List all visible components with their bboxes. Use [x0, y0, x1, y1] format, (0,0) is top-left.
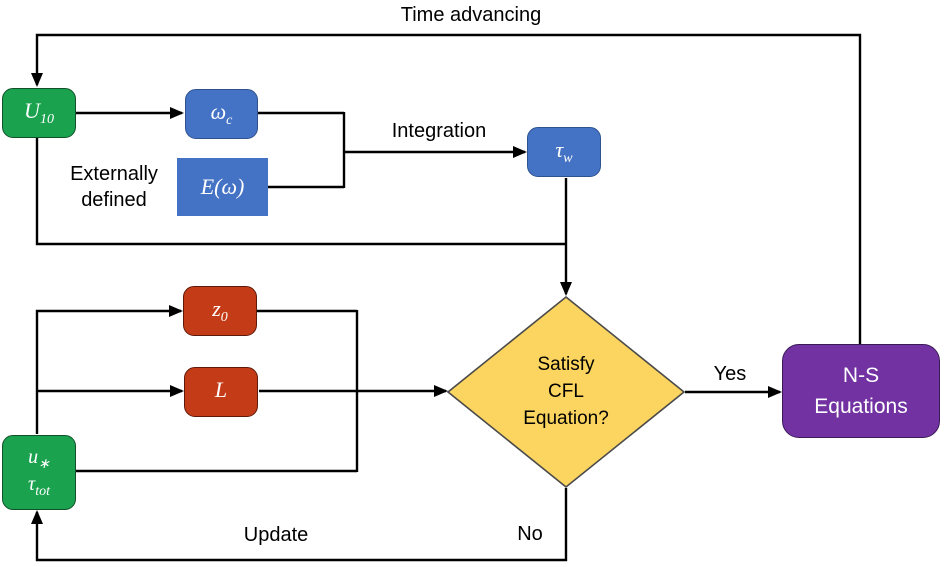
node-e-omega-label: E(ω): [200, 174, 245, 200]
connector-u10-loop: [35, 138, 566, 246]
label-time-advancing: Time advancing: [400, 4, 542, 26]
node-z0-label: z0: [212, 296, 228, 325]
node-omega-c-label: ωc: [210, 99, 233, 128]
node-tautot-label: τtot: [28, 472, 50, 499]
node-ustar-tautot: u∗ τtot: [2, 435, 76, 510]
node-ns-equations-label: N-S Equations: [814, 363, 908, 419]
node-cfl-diamond: [446, 295, 686, 489]
node-e-omega: E(ω): [177, 158, 268, 216]
node-omega-c: ωc: [185, 89, 258, 139]
label-externally-defined: Externally defined: [70, 163, 158, 211]
node-z0: z0: [183, 286, 257, 336]
node-u10-label: U10: [24, 98, 54, 127]
node-u10: U10: [2, 88, 76, 138]
label-update: Update: [243, 524, 309, 546]
node-cfl-label: Satisfy CFL Equation?: [523, 354, 609, 429]
label-no: No: [517, 523, 543, 545]
node-tau-w-label: τw: [555, 137, 573, 166]
label-integration: Integration: [391, 120, 487, 142]
connector-time-advancing-loop: [31, 33, 862, 344]
node-ns-equations: N-S Equations: [782, 344, 940, 438]
node-tau-w: τw: [527, 127, 601, 177]
node-l: L: [184, 367, 258, 417]
connector-ustar-to-z0: [35, 305, 183, 434]
node-ustar-label: u∗: [28, 445, 50, 472]
label-yes: Yes: [713, 363, 747, 385]
connector-no-loop: [31, 488, 568, 562]
node-l-label: L: [214, 377, 228, 403]
